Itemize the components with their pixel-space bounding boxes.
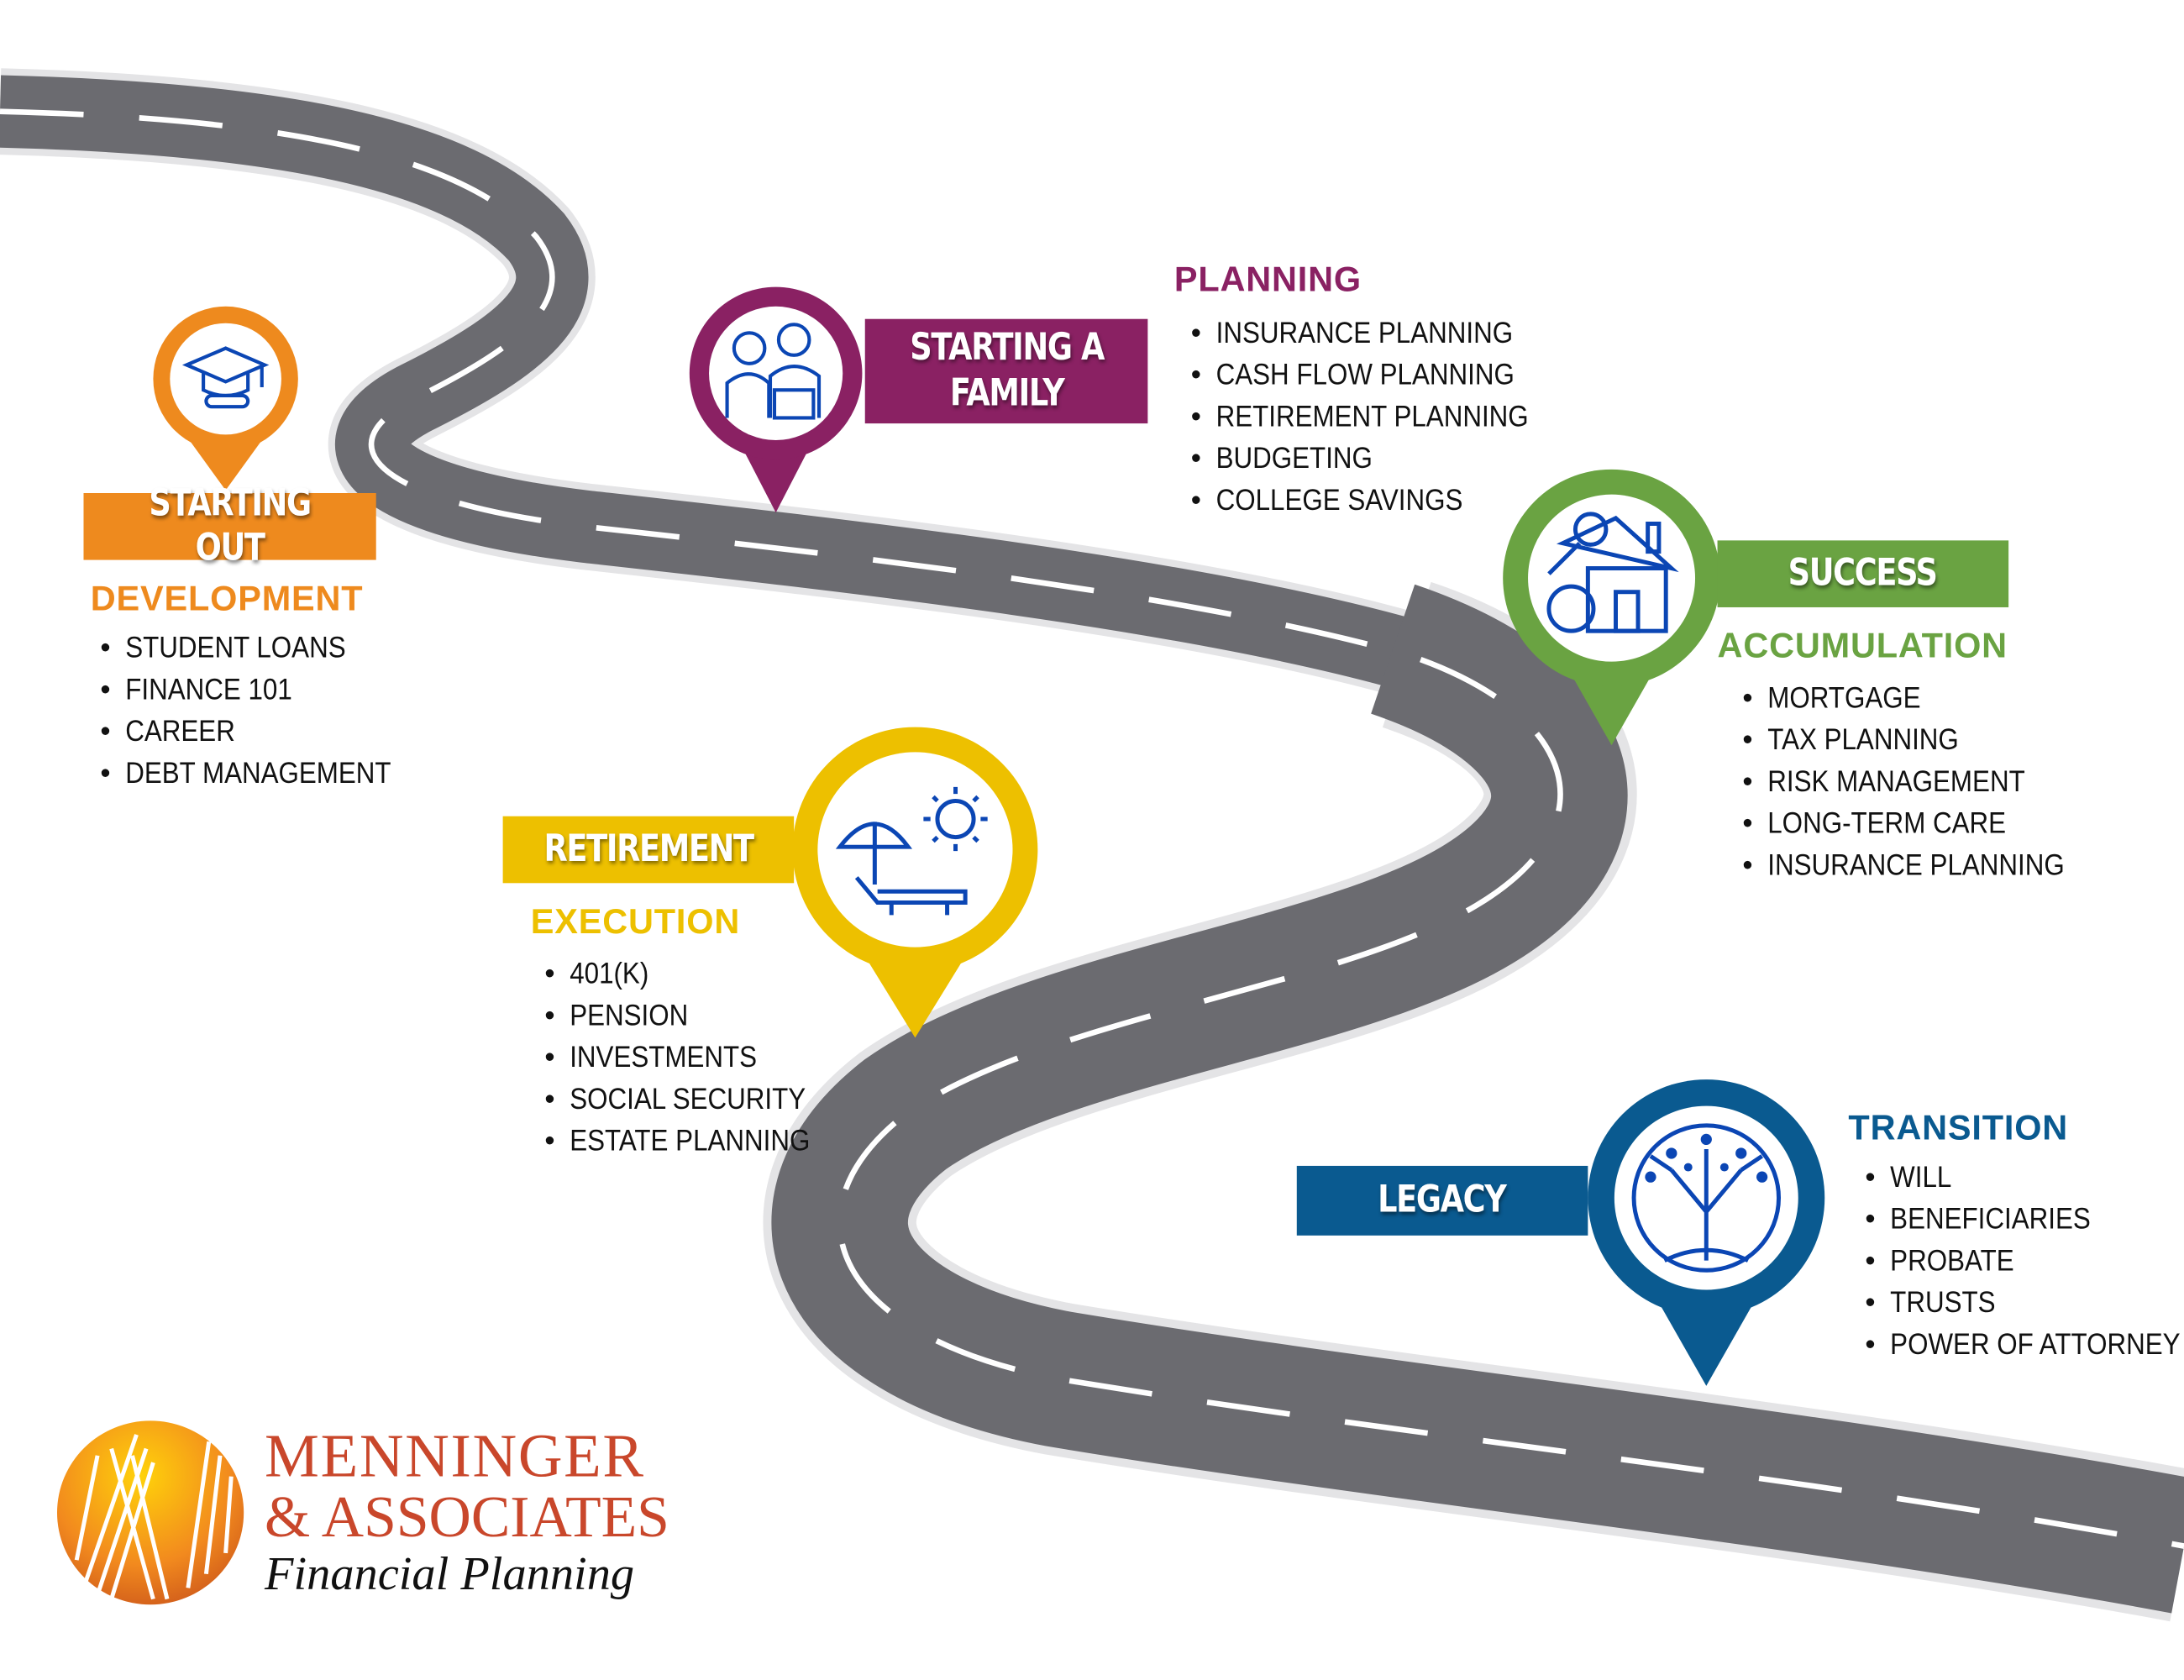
- pin-legacy: [1588, 1079, 1825, 1386]
- heading-development: DEVELOPMENT: [90, 579, 364, 619]
- list-item: RISK MANAGEMENT: [1742, 762, 2097, 804]
- beach-chair-sun-icon: [835, 786, 988, 916]
- list-accumulation: MORTGAGE TAX PLANNING RISK MANAGEMENT LO…: [1742, 679, 2097, 888]
- list-item: BENEFICIARIES: [1865, 1200, 2184, 1242]
- list-item: BUDGETING: [1191, 438, 1563, 480]
- heading-execution: EXECUTION: [530, 902, 741, 942]
- list-item: SOCIAL SECURITY: [544, 1079, 837, 1121]
- banner-success: SUCCESS: [1717, 540, 2009, 607]
- list-item: MORTGAGE: [1742, 679, 2097, 721]
- banner-starting-out: STARTING OUT: [83, 481, 376, 570]
- list-item: INSURANCE PLANNING: [1191, 313, 1563, 355]
- list-item: STUDENT LOANS: [100, 628, 420, 670]
- list-item: DEBT MANAGEMENT: [100, 753, 420, 795]
- family-icon: [725, 323, 822, 420]
- list-item: FINANCE 101: [100, 670, 420, 712]
- list-item: LONG-TERM CARE: [1742, 804, 2097, 846]
- pin-starting-a-family: [689, 286, 863, 513]
- banner-retirement: RETIREMENT: [502, 816, 795, 884]
- pin-retirement: [792, 727, 1038, 1038]
- list-item: TRUSTS: [1865, 1283, 2184, 1325]
- logo-line-2: & ASSOCIATES: [265, 1486, 669, 1551]
- list-item: CAREER: [100, 711, 420, 753]
- list-item: TAX PLANNING: [1742, 720, 2097, 762]
- list-item: PROBATE: [1865, 1241, 2184, 1283]
- list-execution: 401(K) PENSION INVESTMENTS SOCIAL SECURI…: [544, 954, 837, 1163]
- logo-emblem: [56, 1420, 244, 1605]
- pin-success: [1503, 469, 1720, 746]
- list-item: 401(K): [544, 954, 837, 996]
- tree-icon: [1631, 1123, 1782, 1273]
- banner-legacy: LEGACY: [1296, 1165, 1588, 1236]
- list-item: COLLEGE SAVINGS: [1191, 480, 1563, 522]
- list-item: INSURANCE PLANNING: [1742, 846, 2097, 888]
- graduation-cap-icon: [181, 346, 270, 409]
- list-development: STUDENT LOANS FINANCE 101 CAREER DEBT MA…: [100, 628, 420, 795]
- list-item: CASH FLOW PLANNING: [1191, 355, 1563, 397]
- heading-accumulation: ACCUMULATION: [1717, 627, 2008, 666]
- list-item: ESTATE PLANNING: [544, 1121, 837, 1163]
- list-planning: INSURANCE PLANNING CASH FLOW PLANNING RE…: [1191, 313, 1563, 522]
- list-item: RETIREMENT PLANNING: [1191, 397, 1563, 439]
- list-transition: WILL BENEFICIARIES PROBATE TRUSTS POWER …: [1865, 1158, 2184, 1367]
- heading-transition: TRANSITION: [1848, 1108, 2069, 1148]
- list-item: INVESTMENTS: [544, 1037, 837, 1079]
- logo-line-3: Financial Planning: [265, 1548, 635, 1601]
- list-item: PENSION: [544, 996, 837, 1038]
- list-item: WILL: [1865, 1158, 2184, 1200]
- heading-planning: PLANNING: [1173, 260, 1362, 300]
- house-key-icon: [1546, 512, 1679, 633]
- pin-starting-out: [153, 306, 298, 491]
- logo-line-1: MENNINGER: [265, 1422, 645, 1491]
- list-item: POWER OF ATTORNEY: [1865, 1325, 2184, 1367]
- road: [0, 68, 2184, 1622]
